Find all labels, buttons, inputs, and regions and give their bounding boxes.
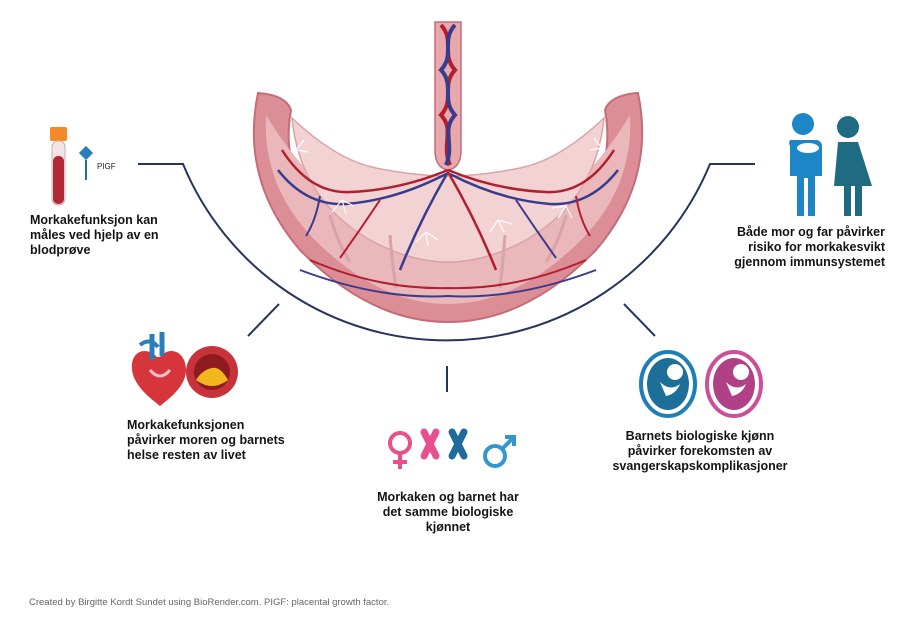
heart-icon: [131, 332, 186, 406]
mother-icon: [834, 116, 872, 216]
female-chromosome-icon: [420, 428, 440, 460]
pigf-label: PIGF: [97, 162, 116, 171]
fetus-girl-icon: [705, 350, 763, 418]
same-sex-label: Morkaken og barnet har det samme biologi…: [377, 490, 519, 534]
connector-tick-left: [247, 303, 280, 337]
pigf-marker-icon: [78, 145, 94, 180]
immune-system-label: Både mor og far påvirker risiko for mork…: [734, 225, 885, 269]
sex-complications-label: Barnets biologiske kjønn påvirker foreko…: [612, 429, 788, 473]
lifelong-health-label: Morkakefunksjonen påvirker moren og barn…: [127, 418, 285, 462]
footer-credit: Created by Birgitte Kordt Sundet using B…: [29, 597, 390, 608]
artery-plaque-icon: [186, 346, 238, 398]
father-icon: [789, 113, 822, 216]
blood-test-label: Morkakefunksjon kan måles ved hjelp av e…: [30, 213, 159, 257]
connector-arc: [138, 163, 755, 342]
male-symbol-icon: [483, 435, 516, 468]
fetus-boy-icon: [639, 350, 697, 418]
blood-tube-icon: [50, 127, 67, 206]
female-symbol-icon: [388, 431, 412, 469]
placenta-illustration: [252, 21, 644, 324]
connector-tick-right: [623, 303, 656, 337]
male-chromosome-icon: [448, 428, 468, 460]
